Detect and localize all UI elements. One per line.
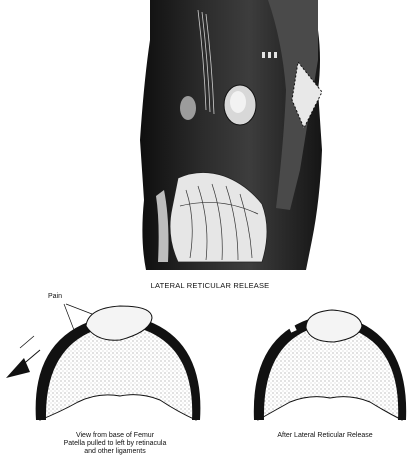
knee-anatomy-figure xyxy=(140,0,322,270)
left-caption-line-2: Patella pulled to left by retinacula xyxy=(40,440,190,448)
pain-leader-1 xyxy=(64,304,74,330)
cross-section-before xyxy=(6,304,200,420)
left-caption: View from base of Femur Patella pulled t… xyxy=(40,432,190,456)
main-caption: LATERAL RETICULAR RELEASE xyxy=(100,282,320,290)
release-gap xyxy=(285,317,296,332)
cross-section-after xyxy=(254,310,406,420)
incision-marks xyxy=(262,52,277,58)
medial-highlight xyxy=(180,96,196,120)
pain-label: Pain xyxy=(48,293,78,301)
pain-leader-2 xyxy=(66,304,92,314)
left-caption-line-3: and other ligaments xyxy=(40,448,190,456)
left-caption-line-1: View from base of Femur xyxy=(40,432,190,440)
patella-highlight xyxy=(230,91,246,113)
lateral-pull-arrow xyxy=(6,336,40,378)
right-caption: After Lateral Reticular Release xyxy=(245,432,405,440)
